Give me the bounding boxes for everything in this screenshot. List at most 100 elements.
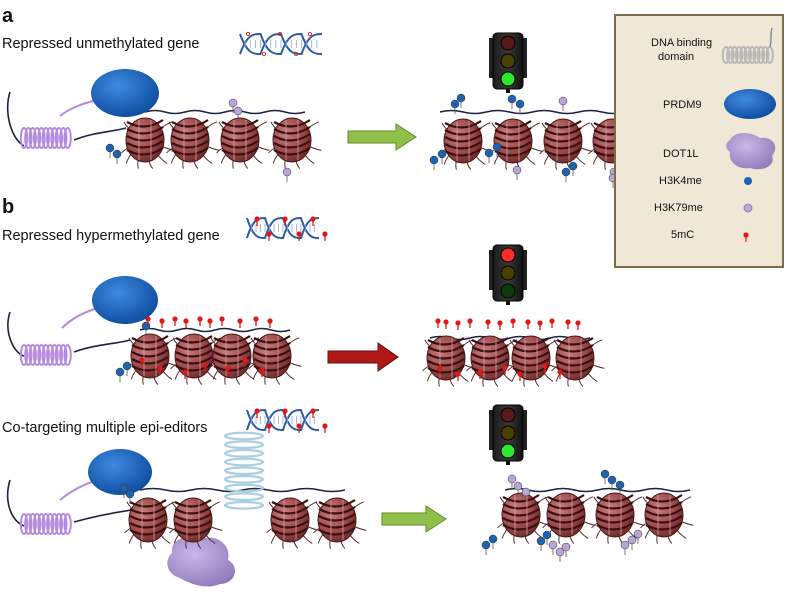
dna-wrap bbox=[544, 127, 582, 136]
unmethylated-site bbox=[245, 32, 250, 37]
nucleosome bbox=[268, 117, 322, 169]
coil-ring bbox=[45, 127, 55, 149]
traffic-light-lamp bbox=[500, 407, 516, 423]
dna-wrap bbox=[213, 342, 251, 351]
dna-wrap bbox=[273, 133, 311, 142]
dna-wrap bbox=[174, 513, 212, 522]
nucleosome bbox=[422, 335, 476, 387]
5mc-pin-icon bbox=[253, 316, 259, 322]
dna-wrap bbox=[556, 344, 594, 353]
h3k4me-mark-icon bbox=[456, 93, 466, 103]
dna-wrap bbox=[129, 499, 167, 508]
dna-wrap bbox=[512, 344, 550, 353]
traffic-light-side bbox=[523, 410, 527, 450]
unmethylated-site bbox=[277, 32, 282, 37]
h3k79me-mark-icon bbox=[233, 106, 243, 116]
dna-wrap bbox=[131, 363, 169, 372]
legend-5mc-label: 5mC bbox=[671, 229, 694, 241]
dna-wrap bbox=[253, 356, 291, 365]
h3k79me-mark-icon bbox=[561, 542, 571, 552]
coil-spring bbox=[19, 127, 72, 149]
5mc-pin-icon bbox=[565, 319, 571, 325]
dna-wrap bbox=[253, 335, 291, 344]
coil-ring bbox=[41, 344, 51, 366]
5mc-pin-icon bbox=[159, 318, 165, 324]
nucleosome bbox=[266, 497, 320, 549]
row-a-after bbox=[429, 93, 642, 188]
h3k4me-mark-icon bbox=[141, 321, 151, 331]
5mc-pin-icon bbox=[510, 318, 516, 324]
h3k79me-mark-icon bbox=[558, 96, 568, 106]
traffic-light-lamp bbox=[500, 53, 516, 69]
coil-ring bbox=[223, 500, 265, 510]
coil-ring bbox=[28, 344, 37, 366]
coil-ring bbox=[50, 344, 59, 366]
h3k79me-mark-icon bbox=[521, 487, 531, 497]
traffic-light-lamp bbox=[500, 425, 516, 441]
legend-h3k4me-label: H3K4me bbox=[659, 175, 702, 187]
5mc-pin-icon bbox=[237, 318, 243, 324]
dna-wrap bbox=[318, 506, 356, 515]
dna-wrap bbox=[126, 147, 164, 156]
green-arrow-icon bbox=[347, 123, 417, 151]
dna-wrap bbox=[645, 501, 683, 510]
coil-ring bbox=[223, 492, 265, 502]
nucleosome bbox=[497, 492, 551, 544]
nucleosome-array bbox=[429, 93, 642, 188]
dna-wrap bbox=[221, 119, 259, 128]
coil-ring bbox=[24, 127, 33, 149]
dna-wrap bbox=[131, 335, 169, 344]
5mc-pin-icon bbox=[455, 371, 461, 377]
coil-ring bbox=[45, 344, 55, 366]
dna-helix-icon bbox=[239, 32, 323, 57]
h3k4me-mark-icon bbox=[122, 361, 132, 371]
h3k4me-mark-icon bbox=[112, 149, 122, 159]
coil-ring bbox=[50, 513, 59, 535]
dna-wrap bbox=[547, 508, 585, 517]
dna-wrap bbox=[318, 513, 356, 522]
traffic-light-side bbox=[523, 250, 527, 290]
5mc-pin-icon bbox=[477, 369, 483, 375]
dna-wrap bbox=[494, 134, 532, 143]
panel-letter-a: a bbox=[2, 5, 14, 27]
dna-wrap bbox=[645, 515, 683, 524]
h3k4me-mark-icon bbox=[488, 534, 498, 544]
traffic-light-green-icon bbox=[489, 32, 527, 93]
traffic-light-lamp bbox=[500, 283, 516, 299]
coil-spring bbox=[19, 513, 72, 535]
5mc-pin-icon bbox=[182, 369, 188, 375]
dna-helix-methylated-icon bbox=[246, 408, 328, 433]
dna-wrap bbox=[253, 363, 291, 372]
prdm9-protein bbox=[91, 69, 159, 117]
legend-box: DNA binding domain PRDM9 DOT1L H3K4me H3… bbox=[614, 14, 784, 268]
traffic-light-lit-lamp bbox=[500, 443, 516, 459]
coil-spring bbox=[223, 431, 265, 510]
green-arrow-icon bbox=[381, 505, 447, 533]
5mc-pin-icon bbox=[517, 371, 523, 377]
5mc-pin-icon bbox=[197, 316, 203, 322]
coil-ring bbox=[19, 344, 29, 366]
5mc-pin-icon bbox=[296, 423, 302, 429]
traffic-light-pole bbox=[506, 89, 510, 93]
5mc-pin-icon bbox=[437, 365, 443, 371]
dna-wrap bbox=[271, 506, 309, 515]
coil-ring bbox=[223, 474, 265, 484]
coil-ring bbox=[761, 46, 770, 64]
5mc-pin-icon bbox=[183, 318, 189, 324]
dna-linker-path bbox=[139, 487, 346, 493]
dna-wrap bbox=[131, 349, 169, 358]
dna-wrap bbox=[273, 126, 311, 135]
prdm9-protein bbox=[92, 276, 158, 324]
coil-ring bbox=[59, 344, 68, 366]
row-b-before bbox=[7, 276, 302, 385]
dna-wrap bbox=[645, 494, 683, 503]
5mc-pin-icon bbox=[322, 423, 328, 429]
dna-wrap bbox=[427, 351, 465, 360]
dna-wrap bbox=[126, 126, 164, 135]
traffic-light-side bbox=[489, 250, 493, 290]
coil-spring bbox=[721, 46, 774, 64]
nucleosome bbox=[489, 118, 543, 170]
nucleosome bbox=[169, 497, 223, 549]
coil-ring bbox=[223, 448, 265, 458]
dna-wrap bbox=[318, 527, 356, 536]
